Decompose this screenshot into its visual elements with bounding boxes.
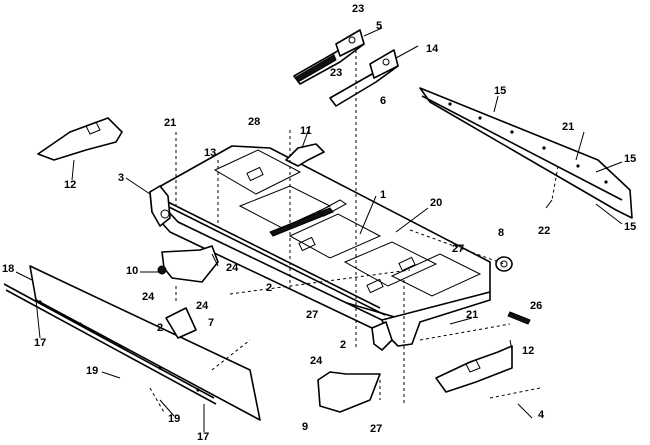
callout-14: 14 — [426, 43, 439, 55]
end-cap-12-right — [435, 345, 513, 393]
callout-2-b: 2 — [157, 322, 163, 334]
callout-4: 4 — [538, 409, 545, 421]
leader-lines — [15, 27, 623, 432]
side-rail-15 — [419, 87, 633, 219]
callout-20: 20 — [430, 197, 442, 209]
callout-12-a: 12 — [64, 179, 76, 191]
callout-27-b: 27 — [306, 309, 318, 321]
plate-7 — [165, 307, 197, 339]
callout-21-c: 21 — [466, 309, 478, 321]
callout-8: 8 — [498, 227, 504, 239]
callout-7: 7 — [208, 317, 214, 329]
callout-13: 13 — [204, 147, 216, 159]
base-frame — [149, 145, 491, 351]
callout-27-c: 27 — [370, 423, 382, 435]
callout-24-b: 24 — [142, 291, 155, 303]
callout-17-b: 17 — [197, 431, 209, 443]
callout-23-a: 23 — [352, 3, 364, 15]
callout-3: 3 — [118, 172, 124, 184]
callout-15-a: 15 — [494, 85, 506, 97]
knob-8 — [495, 256, 513, 272]
callout-19-b: 19 — [168, 413, 180, 425]
callout-10: 10 — [126, 265, 138, 277]
callout-5: 5 — [376, 20, 382, 32]
alignment-lines — [149, 50, 559, 415]
callout-11: 11 — [300, 125, 312, 137]
callout-2-a: 2 — [266, 282, 272, 294]
callout-24-d: 24 — [310, 355, 323, 367]
callout-15-c: 15 — [624, 221, 636, 233]
bracket-11 — [285, 143, 325, 167]
callout-18: 18 — [2, 263, 14, 275]
bracket-assembly-6 — [329, 49, 399, 107]
callout-labels: 1 2 2 2 3 4 5 6 7 8 9 10 11 12 12 13 14 … — [2, 3, 636, 443]
callout-2-c: 2 — [340, 339, 346, 351]
bracket-10 — [157, 245, 219, 283]
callout-15-b: 15 — [624, 153, 636, 165]
callout-24-c: 24 — [196, 300, 209, 312]
callout-17-a: 17 — [34, 337, 46, 349]
callout-1: 1 — [380, 189, 386, 201]
callout-6: 6 — [380, 95, 386, 107]
callout-24-a: 24 — [226, 262, 239, 274]
callout-9: 9 — [302, 421, 308, 433]
end-cap-12-left — [37, 117, 123, 161]
callout-21-a: 21 — [164, 117, 176, 129]
bracket-9 — [317, 371, 381, 413]
callout-23-b: 23 — [330, 67, 342, 79]
callout-12-b: 12 — [522, 345, 534, 357]
callout-22: 22 — [538, 225, 550, 237]
callout-26: 26 — [530, 300, 542, 312]
callout-19-a: 19 — [86, 365, 98, 377]
callout-27-a: 27 — [452, 243, 464, 255]
callout-21-b: 21 — [562, 121, 574, 133]
callout-28: 28 — [248, 116, 260, 128]
bracket-assembly-5 — [293, 29, 365, 85]
rod-26 — [507, 311, 531, 325]
